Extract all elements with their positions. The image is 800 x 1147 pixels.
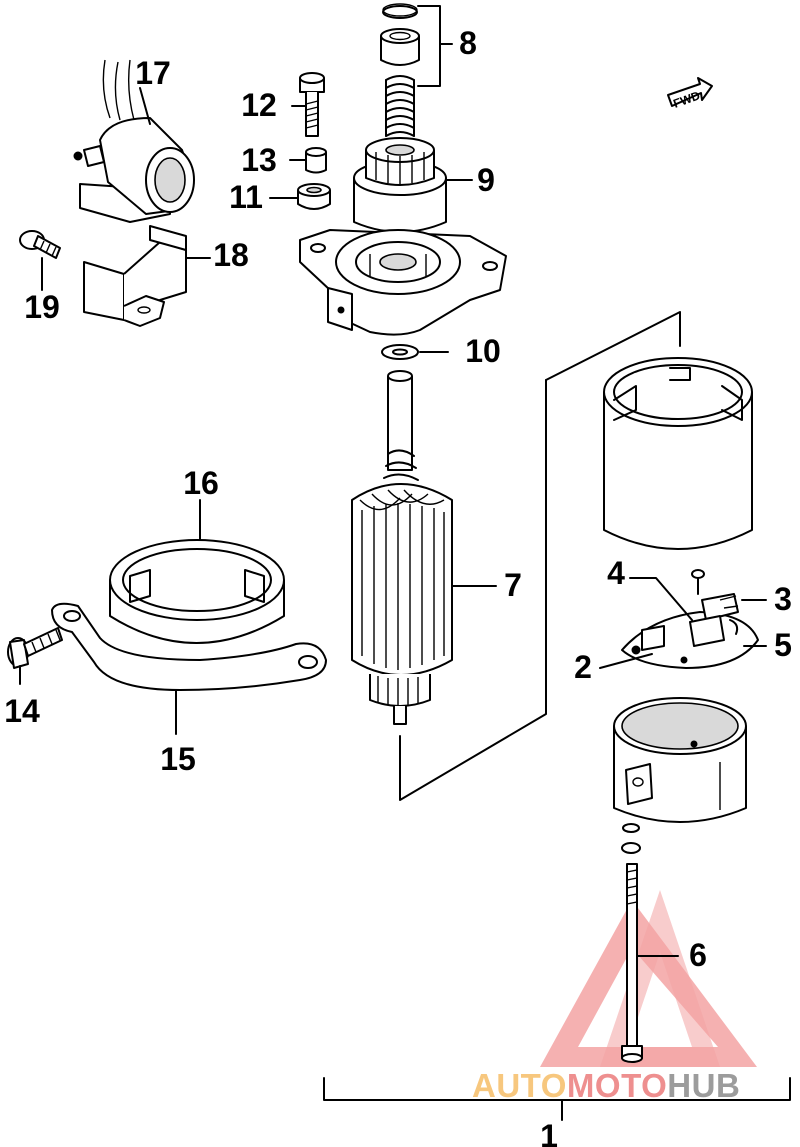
callout-5: 5 (774, 627, 792, 663)
callout-11: 11 (229, 179, 263, 215)
callout-4: 4 (607, 555, 625, 591)
watermark-logo: AUTOMOTOHUB (472, 890, 757, 1104)
forward-arrow-icon: FWD (667, 77, 713, 111)
part-14-bolt (7, 627, 63, 685)
part-19-screw (19, 230, 61, 291)
callout-17: 17 (135, 55, 171, 91)
assembly-group-lines (323, 311, 791, 1121)
part-6-through-bolt (621, 823, 679, 1063)
part-16-ring (109, 499, 285, 644)
callout-8: 8 (459, 25, 477, 61)
part-17-solenoid (73, 59, 195, 223)
part-7-armature (351, 370, 497, 725)
callout-15: 15 (160, 741, 196, 777)
part-18-bracket (83, 225, 211, 327)
callout-14: 14 (4, 693, 40, 729)
yoke-housing (603, 357, 753, 550)
part-13-collar (289, 147, 327, 174)
callout-6: 6 (689, 937, 707, 973)
callout-12: 12 (241, 87, 277, 123)
part-10-washer (381, 344, 449, 360)
callout-10: 10 (465, 333, 501, 369)
part-11-grommet (269, 183, 331, 210)
rear-cover (613, 697, 747, 823)
front-cover-housing (299, 229, 507, 336)
callout-labels: 1 2 3 4 5 6 7 8 9 10 11 12 13 14 15 16 1… (4, 25, 792, 1147)
watermark-text: AUTOMOTOHUB (472, 1067, 740, 1104)
part-5-brush-spring (689, 615, 739, 647)
callout-7: 7 (504, 567, 522, 603)
callout-19: 19 (24, 289, 60, 325)
callout-13: 13 (241, 142, 277, 178)
part-15-strap (51, 602, 327, 735)
part-2-brush-holder (621, 611, 759, 669)
watermark-auto: AUTO (472, 1067, 567, 1104)
watermark-hub: HUB (667, 1067, 740, 1104)
callout-3: 3 (774, 581, 792, 617)
part-8-spring-set (380, 3, 453, 137)
callout-18: 18 (213, 237, 249, 273)
part-12-bolt (291, 72, 325, 137)
leader-lines-2-5 (599, 577, 767, 669)
callout-16: 16 (183, 465, 219, 501)
callout-1: 1 (540, 1118, 558, 1147)
part-3-brush (701, 593, 739, 621)
part-4-screw (691, 569, 705, 595)
watermark-moto: MOTO (567, 1067, 667, 1104)
part-9-pinion-gear (353, 137, 473, 233)
callout-2: 2 (574, 649, 592, 685)
callout-9: 9 (477, 162, 495, 198)
